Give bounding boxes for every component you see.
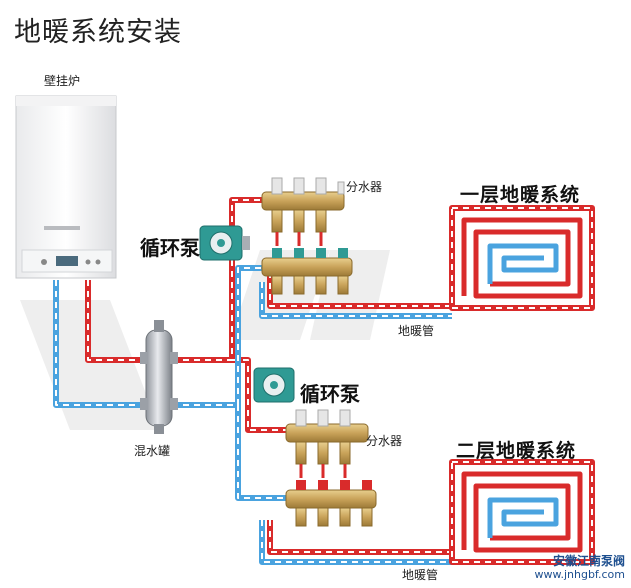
manifold-top-label: 分水器 xyxy=(346,180,383,194)
floor-pipe-top-label: 地暖管 xyxy=(398,324,435,338)
return-pipes xyxy=(53,265,452,565)
watermark: 安徽江南泵阀 www.jnhgbf.com xyxy=(534,554,625,582)
pump-bottom-label: 循环泵 xyxy=(300,382,360,406)
watermark-name: 安徽江南泵阀 xyxy=(552,554,625,568)
pump-top-label: 循环泵 xyxy=(140,236,200,260)
manifold-top-supply xyxy=(261,177,345,246)
manifold-bottom-supply xyxy=(285,409,369,478)
manifold-bottom-return xyxy=(285,480,377,527)
page-title: 地暖系统安装 xyxy=(14,17,182,48)
circulation-pump-top xyxy=(199,225,250,261)
mixing-tank xyxy=(140,320,178,434)
system-second-label: 二层地暖系统 xyxy=(456,440,577,462)
boiler-label: 壁挂炉 xyxy=(44,74,81,88)
floor-pipe-bottom-label: 地暖管 xyxy=(402,568,439,582)
mixing-tank-label: 混水罐 xyxy=(134,444,171,458)
manifold-bottom-label: 分水器 xyxy=(366,434,403,448)
floor-coil-second xyxy=(449,459,595,565)
system-first-label: 一层地暖系统 xyxy=(460,184,581,206)
manifold-top-return xyxy=(261,248,353,295)
circulation-pump-bottom xyxy=(253,367,295,403)
watermark-url: www.jnhgbf.com xyxy=(534,568,625,581)
wall-boiler xyxy=(15,95,117,279)
floor-coil-first xyxy=(449,205,595,311)
supply-pipes xyxy=(85,197,452,555)
